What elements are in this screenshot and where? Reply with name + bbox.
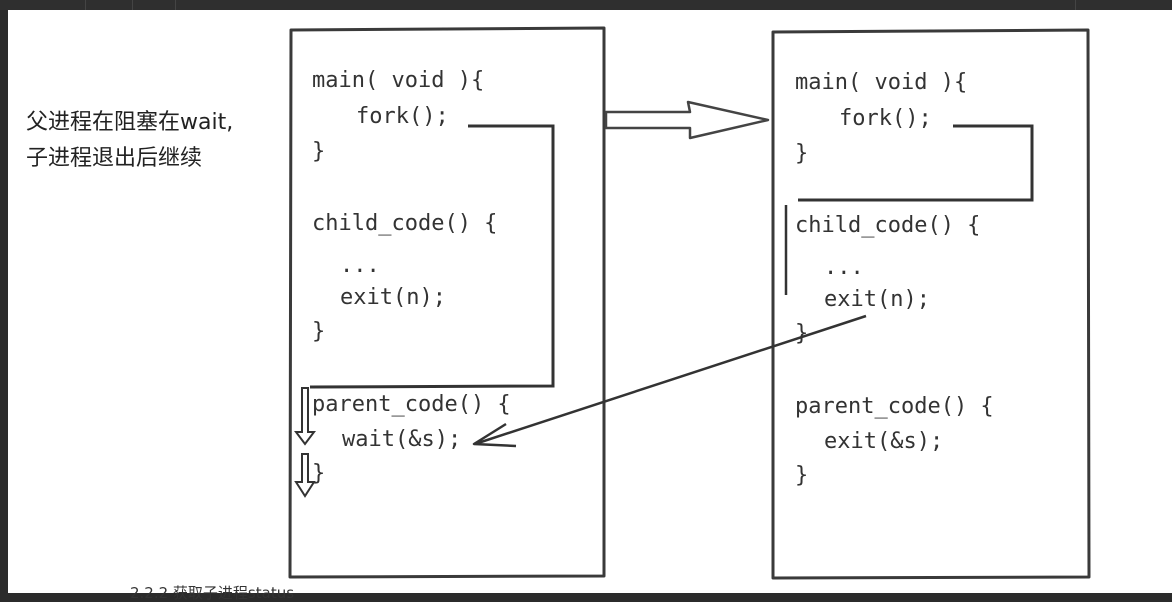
diagram-caption: 父进程在阻塞在wait, 子进程退出后继续 [26, 105, 233, 177]
top-bar-divider [1075, 0, 1076, 10]
exit-to-wait-arrow [477, 314, 867, 445]
right-program-box [771, 28, 1091, 580]
left-parent-close: } [312, 461, 326, 486]
left-parent-wait: wait(&s); [342, 427, 462, 452]
caption-line-2: 子进程退出后继续 [26, 146, 203, 171]
exit-to-wait-arrowhead [472, 422, 517, 448]
left-parent-line: parent_code() { [312, 392, 511, 417]
editor-top-bar [0, 0, 1172, 10]
left-child-line: child_code() { [312, 211, 498, 236]
left-fork-line: fork(); [356, 104, 449, 129]
wait-down-arrow-2 [294, 453, 316, 498]
left-program-box [288, 26, 606, 579]
right-child-exit: exit(n); [824, 287, 930, 312]
caption-line-1: 父进程在阻塞在wait, [26, 110, 234, 135]
right-parent-close: } [795, 463, 809, 488]
next-section-heading: 2.2.2 获取子进程status [130, 584, 295, 602]
left-child-close: } [312, 319, 326, 344]
diagram-drawing [288, 26, 1091, 580]
right-main-line: main( void ){ [795, 70, 968, 95]
right-main-close: } [795, 141, 809, 166]
left-main-close: } [312, 139, 326, 164]
wait-down-arrow-1 [294, 387, 316, 446]
right-parent-exit: exit(&s); [824, 429, 944, 454]
left-child-exit: exit(n); [340, 285, 446, 310]
top-bar-divider [132, 0, 133, 10]
right-fork-line: fork(); [839, 106, 932, 131]
left-fork-bracket [309, 124, 555, 389]
transition-arrow [604, 100, 770, 140]
left-main-line: main( void ){ [312, 68, 485, 93]
diagram-image: 父进程在阻塞在wait, 子进程退出后继续 main( void ){ fork… [8, 10, 1172, 593]
right-parent-line: parent_code() { [795, 394, 994, 419]
top-bar-divider [85, 0, 86, 10]
right-child-dots: ... [824, 255, 864, 280]
top-bar-divider [175, 0, 176, 10]
right-child-close: } [795, 321, 809, 346]
left-child-dots: ... [340, 253, 380, 278]
right-child-line: child_code() { [795, 213, 981, 238]
right-fork-bracket [798, 124, 1034, 202]
